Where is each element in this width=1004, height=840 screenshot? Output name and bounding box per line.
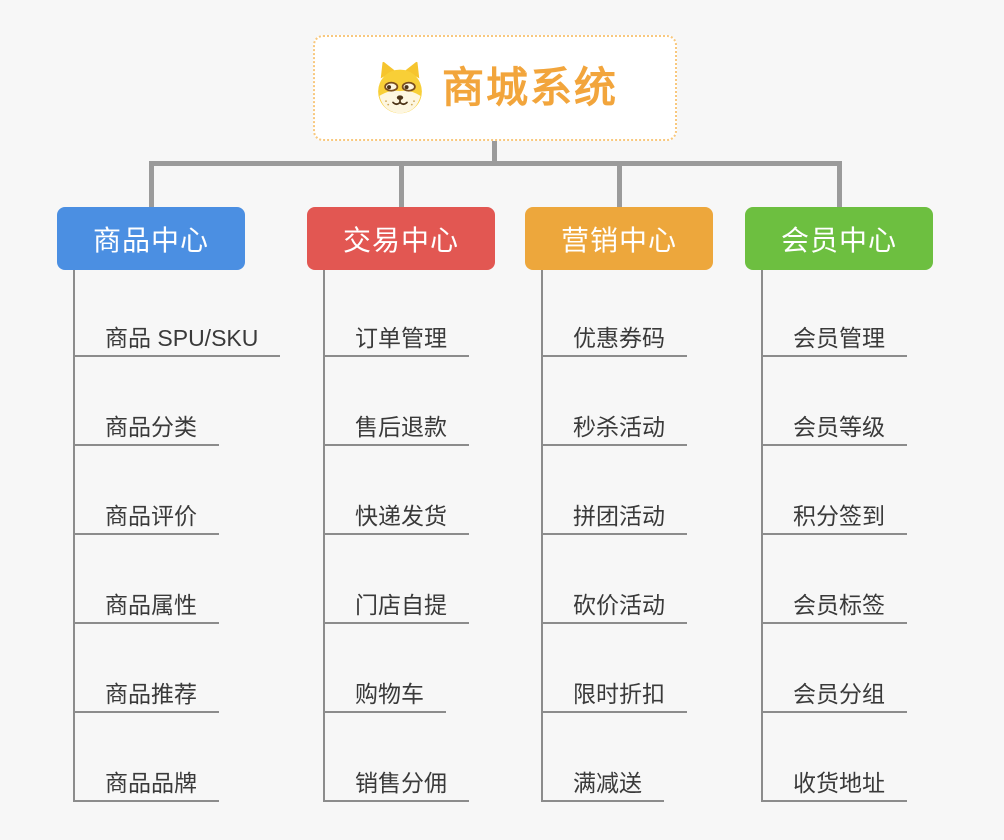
branch-header-marketing[interactable]: 营销中心 — [525, 207, 713, 270]
leaf-item[interactable]: 限时折扣 — [541, 677, 687, 713]
leaf-item[interactable]: 售后退款 — [323, 410, 469, 446]
leaf-item[interactable]: 砍价活动 — [541, 588, 687, 624]
leaf-item[interactable]: 会员分组 — [761, 677, 907, 713]
branch-connector-drop — [837, 166, 842, 207]
leaf-item[interactable]: 会员管理 — [761, 321, 907, 357]
branch-column-product: 商品中心 商品 SPU/SKU 商品分类商品评价商品属性商品推荐商品品牌 — [57, 207, 332, 827]
leaf-item[interactable]: 拼团活动 — [541, 499, 687, 535]
branch-column-marketing: 营销中心 优惠券码秒杀活动拼团活动砍价活动限时折扣满减送 — [525, 207, 800, 827]
branch-label: 商品中心 — [92, 224, 209, 256]
branch-connector-drop — [399, 166, 404, 207]
branch-column-trade: 交易中心 订单管理售后退款快递发货门店自提购物车销售分佣 — [307, 207, 582, 827]
branch-label: 营销中心 — [560, 224, 677, 256]
branch-connector-drop — [149, 166, 154, 207]
branch-header-product[interactable]: 商品中心 — [57, 207, 245, 270]
leaf-item[interactable]: 满减送 — [541, 766, 664, 802]
branch-header-trade[interactable]: 交易中心 — [307, 207, 495, 270]
leaf-item[interactable]: 门店自提 — [323, 588, 469, 624]
branch-trunk-line — [541, 270, 543, 802]
leaf-item[interactable]: 订单管理 — [323, 321, 469, 357]
branch-trunk-line — [323, 270, 325, 802]
leaf-item[interactable]: 销售分佣 — [323, 766, 469, 802]
leaf-item[interactable]: 收货地址 — [761, 766, 907, 802]
leaf-item[interactable]: 商品评价 — [73, 499, 219, 535]
branch-label: 会员中心 — [780, 224, 897, 256]
leaf-item[interactable]: 商品 SPU/SKU — [73, 321, 281, 357]
branch-label: 交易中心 — [342, 224, 459, 256]
branch-column-member: 会员中心 会员管理会员等级积分签到会员标签会员分组收货地址 — [745, 207, 1004, 827]
leaf-item[interactable]: 商品品牌 — [73, 766, 219, 802]
root-title: 商城系统 — [441, 64, 618, 111]
branch-connector-drop — [617, 166, 622, 207]
branch-connector-line — [149, 161, 842, 166]
leaf-item[interactable]: 会员标签 — [761, 588, 907, 624]
leaf-item[interactable]: 积分签到 — [761, 499, 907, 535]
root-node[interactable]: 商城系统 — [313, 35, 677, 141]
leaf-item[interactable]: 快递发货 — [323, 499, 469, 535]
leaf-item[interactable]: 会员等级 — [761, 410, 907, 446]
branch-header-member[interactable]: 会员中心 — [745, 207, 933, 270]
root-connector-trunk — [492, 141, 497, 163]
branch-trunk-line — [761, 270, 763, 802]
leaf-item[interactable]: 优惠券码 — [541, 321, 687, 357]
shiba-dog-icon — [378, 61, 422, 114]
leaf-item[interactable]: 商品属性 — [73, 588, 219, 624]
branch-trunk-line — [73, 270, 75, 802]
leaf-item[interactable]: 商品分类 — [73, 410, 219, 446]
leaf-item[interactable]: 商品推荐 — [73, 677, 219, 713]
leaf-item[interactable]: 购物车 — [323, 677, 446, 713]
leaf-item[interactable]: 秒杀活动 — [541, 410, 687, 446]
